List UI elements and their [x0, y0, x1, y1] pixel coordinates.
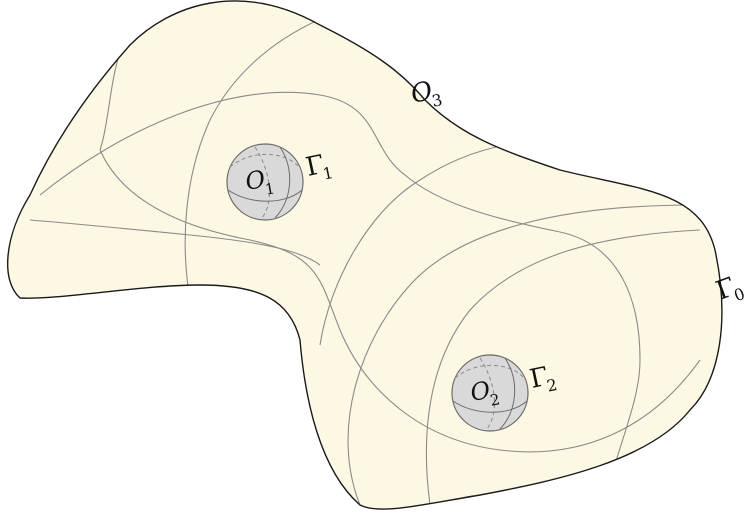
- mesh-line: [319, 144, 506, 346]
- hole-1-equator: [227, 189, 303, 202]
- hole-2-equator: [452, 400, 528, 413]
- hole-1: [226, 143, 304, 221]
- mesh-line: [425, 229, 701, 506]
- mesh-line: [29, 219, 321, 266]
- mesh-lines: [29, 14, 701, 506]
- hole-2: [451, 354, 529, 432]
- hole-1-meridian: [229, 153, 301, 169]
- label-gamma1-symbol: Γ: [303, 150, 327, 183]
- label-gamma1: Γ 1: [303, 150, 335, 184]
- mesh-line: [347, 204, 696, 506]
- hole-1-arc-hidden: [254, 146, 270, 219]
- hole-2-meridian: [454, 364, 526, 380]
- mesh-line: [39, 91, 641, 501]
- mesh-line: [184, 14, 331, 301]
- hole-2-sphere: [451, 354, 529, 432]
- hole-2-arc: [499, 357, 516, 430]
- label-gamma1-subscript: 1: [321, 163, 335, 184]
- mesh-line: [99, 149, 701, 453]
- hole-1-sphere: [226, 143, 304, 221]
- label-o3-subscript: 3: [430, 90, 444, 111]
- hole-1-arc: [274, 146, 291, 219]
- label-gamma2-symbol: Γ: [527, 362, 551, 395]
- outer-region-shape: [7, 1, 722, 510]
- outer-boundary-curve: [7, 0, 723, 510]
- label-o1-subscript: 1: [264, 179, 277, 198]
- hole-2-arc-hidden: [479, 357, 495, 430]
- label-gamma2: Γ 2: [527, 362, 559, 396]
- label-o2-subscript: 2: [489, 390, 502, 409]
- label-gamma2-subscript: 2: [545, 375, 559, 396]
